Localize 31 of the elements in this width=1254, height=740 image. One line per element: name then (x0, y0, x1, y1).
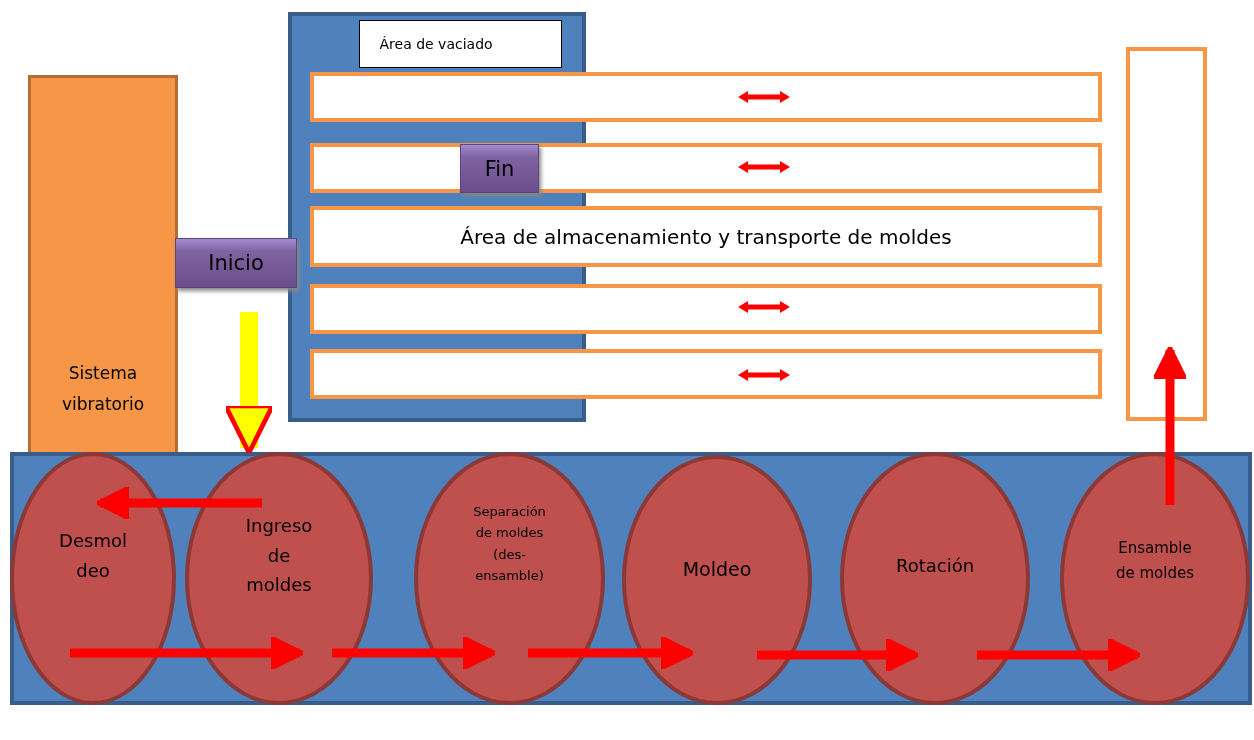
stage-label: Desmol deo (58, 529, 128, 583)
arrow (70, 635, 305, 671)
mold-rail (310, 349, 1102, 399)
start-end-button (460, 144, 539, 193)
mold-rail (310, 206, 1102, 267)
process-ellipse (10, 452, 176, 705)
mold-rail (310, 72, 1102, 122)
vibrating-system-bar (28, 75, 178, 452)
conveyor-band (10, 452, 1252, 705)
stage-label: Ingreso de moldes (245, 514, 313, 598)
button-label: Fin (484, 156, 515, 181)
area-label: Área de almacenamiento y transporte de moldes (460, 224, 952, 249)
arrow (95, 485, 262, 521)
mold-rail (310, 143, 1102, 193)
arrow (223, 312, 275, 455)
process-ellipse (1060, 452, 1250, 705)
start-end-button (175, 238, 297, 288)
button-label: Inicio (208, 251, 264, 275)
arrow (757, 637, 920, 673)
stage-label: Separación de moldes (des- ensamble) (472, 503, 547, 586)
arrow (528, 635, 695, 671)
mold-rail (1126, 47, 1207, 421)
area-title: Área de vaciado (358, 20, 562, 68)
area-label: Sistema vibratorio (60, 362, 146, 416)
arrow (332, 635, 497, 671)
stage-label: Moldeo (682, 557, 752, 582)
stage-label: Ensamble de moldes (1114, 538, 1195, 584)
stage-label: Rotación (895, 554, 975, 578)
arrow (977, 637, 1142, 673)
mold-rail (310, 284, 1102, 334)
arrow (1152, 345, 1188, 505)
